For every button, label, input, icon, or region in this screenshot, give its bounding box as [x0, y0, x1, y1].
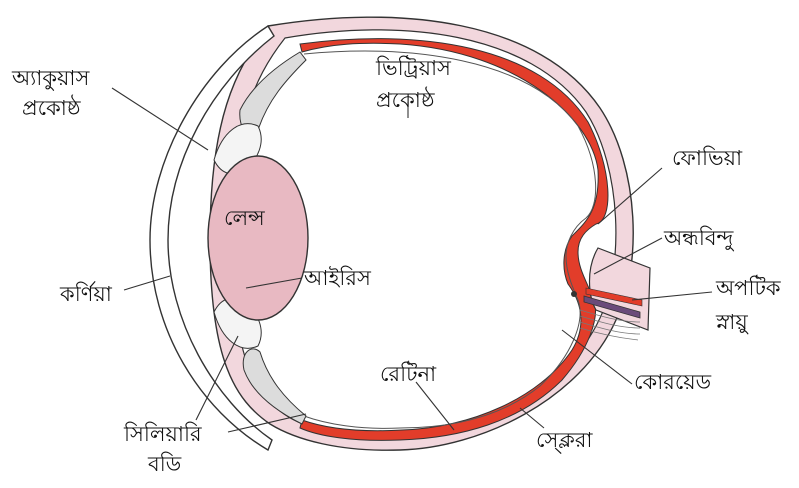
label-fovea: ফোভিয়া	[672, 146, 742, 170]
label-ciliary-line1: সিলিয়ারি	[124, 422, 202, 446]
label-lens: লেন্স	[224, 206, 265, 230]
leader-sclera	[520, 408, 544, 428]
label-choroid: কোরয়েড	[634, 370, 711, 394]
label-sclera: স্ক্লেরা	[536, 428, 592, 452]
label-iris: আইরিস	[304, 266, 371, 290]
label-optic-line2: স্নায়ু	[716, 310, 748, 334]
lens	[208, 156, 308, 320]
label-blind-spot: অন্ধবিন্দু	[664, 226, 733, 250]
label-aqueous-line1: অ্যাকুয়াস	[12, 66, 89, 90]
label-aqueous-line2: প্রকোষ্ঠ	[22, 96, 81, 120]
label-cornea: কর্ণিয়া	[60, 282, 112, 306]
label-optic-line1: অপটিক	[716, 276, 781, 300]
label-ciliary-line2: বডি	[148, 452, 181, 476]
label-vitreous-line1: ভিট্রিয়াস	[376, 56, 451, 80]
label-vitreous-line2: প্রকোষ্ঠ	[376, 88, 435, 112]
label-retina: রেটিনা	[380, 362, 436, 386]
blind-spot-dot	[571, 291, 577, 297]
